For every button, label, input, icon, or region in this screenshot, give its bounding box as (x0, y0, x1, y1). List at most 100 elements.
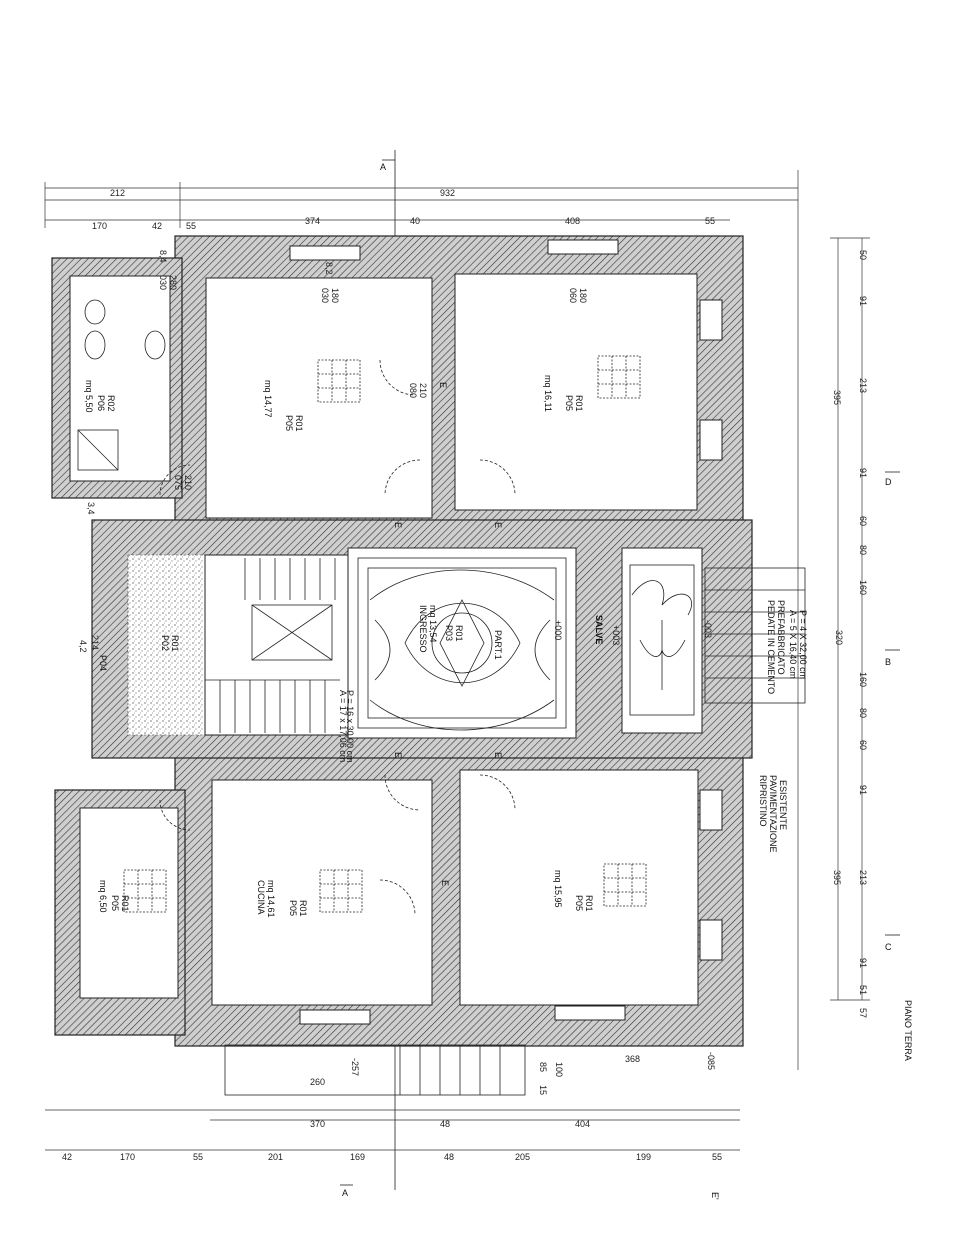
room-top-left-code1: P05 (284, 415, 294, 431)
misc-dim-003b: +003 (611, 625, 621, 645)
ingresso-name: INGRESSO (418, 605, 428, 653)
top-dim-55: 55 (186, 221, 196, 231)
bottom-dim-404: 404 (575, 1119, 590, 1129)
prefab-label: PREFABBRICATO (776, 600, 786, 675)
ingresso-area: mq 13,54 (428, 605, 438, 643)
right-dim-80b: 80 (858, 708, 868, 718)
bottom-dimension-lines: 370 48 404 42 170 55 201 169 48 205 199 … (45, 1109, 740, 1162)
room-bottom-left-code2: R01 (120, 895, 130, 912)
door-e-2: E (393, 522, 403, 528)
pavimentazione-label: PAVIMENTAZIONE (768, 775, 778, 853)
misc-dim-85: 85 (538, 1062, 548, 1072)
section-a-bottom: A (342, 1188, 348, 1198)
entry-mosaic (357, 557, 567, 731)
ripristino-label: RIPRISTINO (758, 775, 768, 827)
door-e-5: E (493, 752, 503, 758)
bathroom-area: mq 5,50 (84, 380, 94, 413)
bottom-dim-170: 170 (120, 1152, 135, 1162)
right-dim-80a: 80 (858, 545, 868, 555)
misc-dim-8-4: 8,4 (158, 250, 168, 263)
misc-dim-3-4: 3,4 (86, 502, 96, 515)
right-dim-57: 57 (858, 1008, 868, 1018)
misc-dim-080: 080 (408, 383, 418, 398)
room-top-right (454, 273, 698, 511)
right-dim-60b: 60 (858, 740, 868, 750)
sheet-label: PIANO TERRA (903, 1000, 913, 1061)
room-labels: mq 14,77 P05 R01 mq 16,11 P05 R01 mq 5,5… (84, 375, 594, 918)
bottom-dim-55: 55 (193, 1152, 203, 1162)
room-bottom-right-code2: R01 (584, 895, 594, 912)
top-dim-932: 932 (440, 188, 455, 198)
bottom-outer-stair (224, 1044, 526, 1096)
bottom-dim-55b: 55 (712, 1152, 722, 1162)
bottom-dim-169: 169 (350, 1152, 365, 1162)
door-e-1: E (438, 382, 448, 388)
room-top-left (205, 277, 433, 519)
right-dim-160b: 160 (858, 672, 868, 687)
misc-dim-280: 280 (168, 275, 178, 290)
misc-dim-075: 075 (173, 475, 183, 490)
misc-dim-180: 180 (330, 288, 340, 303)
pedate-label: PEDATE IN CEMENTO (766, 600, 776, 694)
top-dim-42: 42 (152, 221, 162, 231)
top-dim-212: 212 (110, 188, 125, 198)
misc-dim-085: -085 (706, 1052, 716, 1070)
bottom-dim-48b: 48 (444, 1152, 454, 1162)
right-dim-213b: 213 (858, 870, 868, 885)
bathroom-fixtures (77, 299, 166, 471)
bottom-dim-48: 48 (440, 1119, 450, 1129)
top-dim-170: 170 (92, 221, 107, 231)
misc-dim-180b: 180 (578, 288, 588, 303)
room-bottom-right (459, 769, 699, 1006)
right-dim-50: 50 (858, 250, 868, 260)
misc-dim-100: 100 (554, 1062, 564, 1077)
room-top-right-area: mq 16,11 (543, 375, 553, 412)
right-dim-320: 320 (834, 630, 844, 645)
ingresso-hall (347, 547, 577, 739)
right-dim-91d: 91 (858, 958, 868, 968)
misc-dim-060: 060 (568, 288, 578, 303)
kitchen-code2: R01 (298, 900, 308, 917)
bottom-dim-199: 199 (636, 1152, 651, 1162)
door-e-3: E (493, 522, 503, 528)
misc-dim-003a: -003 (703, 620, 713, 638)
kitchen (211, 779, 433, 1006)
room-top-left-area: mq 14,77 (263, 380, 273, 418)
right-dim-51: 51 (858, 985, 868, 995)
bathroom-code1: P06 (96, 395, 106, 411)
stair-treads-bottom (205, 679, 340, 733)
top-dim-408: 408 (565, 216, 580, 226)
misc-dim-4-2: 4,2 (78, 640, 88, 653)
door-e-6: E (440, 880, 450, 886)
porch-ornament (629, 564, 695, 716)
room-bottom-left-area: mq 6,50 (98, 880, 108, 913)
section-d: D (885, 477, 892, 487)
kitchen-area: mq 14,61 (266, 880, 276, 918)
bottom-dim-205: 205 (515, 1152, 530, 1162)
section-b: B (885, 657, 891, 667)
bottom-dim-370: 370 (310, 1119, 325, 1129)
right-dimension-lines: 395 395 50 91 213 91 60 80 160 320 160 8… (830, 237, 870, 1018)
stair-tread-label: P = 16 x 30,00 cm (345, 690, 355, 763)
salve-label: SALVE (594, 615, 604, 644)
kitchen-name: CUCINA (256, 880, 266, 915)
tread-eq-label: P = 4 X 32,00 cm (798, 610, 808, 679)
right-dim-91c: 91 (858, 785, 868, 795)
esistente-label: ESISTENTE (778, 780, 788, 830)
room-top-right-code2: R01 (574, 395, 584, 412)
right-dim-160a: 160 (858, 580, 868, 595)
misc-dimensions: 260 368 -257 -085 15 85 100 -003 +003 +0… (78, 250, 716, 1095)
misc-dim-8-2: 8,2 (324, 262, 334, 275)
bottom-dim-42: 42 (62, 1152, 72, 1162)
misc-dim-15: 15 (538, 1085, 548, 1095)
ingresso-code2: R01 (454, 625, 464, 642)
annotations: PART.1 SALVE PEDATE IN CEMENTO PREFABBRI… (98, 382, 808, 886)
right-dim-395-bottom: 395 (832, 870, 842, 885)
right-dim-91a: 91 (858, 296, 868, 306)
top-dim-55b: 55 (705, 216, 715, 226)
section-c: C (885, 942, 892, 952)
misc-dim-030: 030 (320, 288, 330, 303)
misc-dim-214: 214 (90, 635, 100, 650)
room-bottom-right-code1: P05 (574, 895, 584, 911)
